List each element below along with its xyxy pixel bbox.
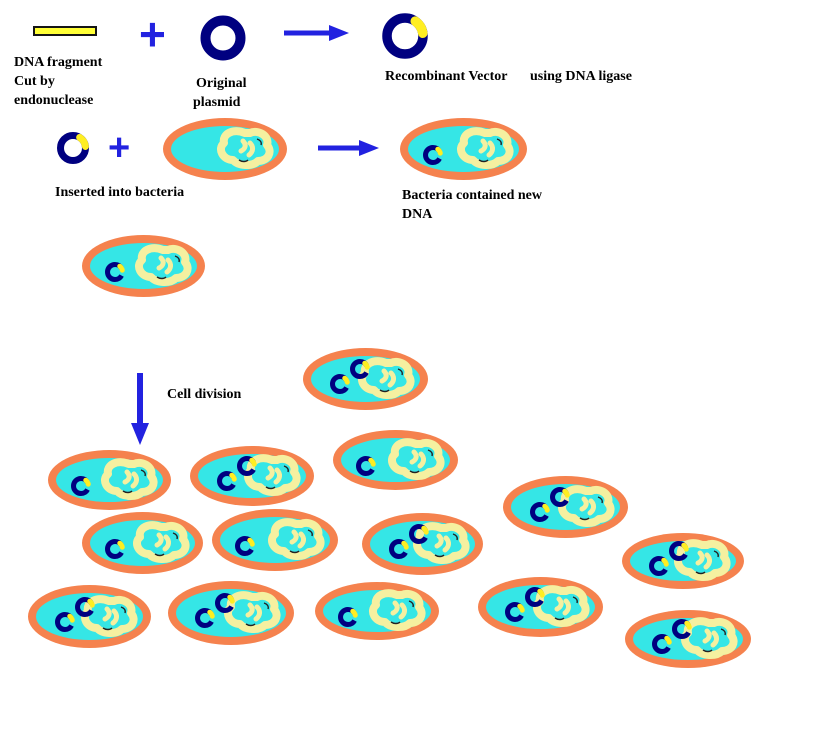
arrow-right-step2-icon xyxy=(318,140,379,156)
original-plasmid-icon xyxy=(200,15,246,61)
recombinant-plasmid-icon xyxy=(338,607,358,627)
recombinant-plasmid-icon xyxy=(672,619,692,639)
recombinant-plasmid-icon xyxy=(215,593,235,613)
bacterium-colony-14 xyxy=(625,610,751,668)
bacterium-colony-9 xyxy=(622,533,744,589)
recombinant-plasmid-icon xyxy=(55,611,75,632)
arrow-down-cell-division-icon xyxy=(131,373,149,445)
bacteria-new-dna-label-line1: Bacteria contained new xyxy=(402,188,542,203)
recombinant-plasmid-icon xyxy=(350,359,370,379)
bacterial-chromosome-dna xyxy=(133,521,190,563)
recombinant-plasmid-icon xyxy=(105,262,125,282)
recombinant-plasmid-icon xyxy=(71,476,91,496)
recombinant-plasmid-icon xyxy=(330,374,350,394)
recombinant-plasmid-icon xyxy=(217,471,237,491)
bacterium-colony-1 xyxy=(303,348,428,410)
bacterial-chromosome-dna xyxy=(135,244,192,286)
bacterial-chromosome-dna xyxy=(457,127,514,169)
bacterium-colony-5 xyxy=(503,476,628,538)
bacterial-chromosome-dna xyxy=(244,454,301,496)
bacterium-insertion-result xyxy=(400,118,527,180)
bacterium-colony-10 xyxy=(28,585,151,648)
plus-sign-step1: + xyxy=(139,8,166,60)
bacterium-colony-2 xyxy=(48,450,171,510)
bacteria-new-dna-label-line2: DNA xyxy=(402,207,433,222)
bacterium-insertion-target xyxy=(163,118,287,180)
inserted-into-bacteria-label: Inserted into bacteria xyxy=(55,185,185,200)
bacterium-colony-7 xyxy=(212,509,338,571)
bacterium-colony-13 xyxy=(478,577,603,637)
bacterial-chromosome-dna xyxy=(533,585,590,627)
recombinant-plasmid-icon xyxy=(669,541,689,561)
bacterial-chromosome-dna xyxy=(81,594,138,637)
recombinant-plasmid-icon xyxy=(423,145,443,165)
bacterial-chromosome-dna xyxy=(358,357,415,399)
recombinant-plasmid-icon xyxy=(525,587,545,607)
recombinant-plasmid-icon xyxy=(75,596,95,617)
plus-sign-step2: + xyxy=(108,127,131,169)
bacterium-colony-6 xyxy=(82,512,203,574)
bacterial-chromosome-dna xyxy=(224,591,281,633)
recombinant-plasmid-icon xyxy=(550,487,570,507)
bacterial-chromosome-dna xyxy=(558,485,615,527)
bacterium-colony-8 xyxy=(362,513,483,575)
bacterium-colony-3 xyxy=(190,446,314,506)
dna-ligase-label: using DNA ligase xyxy=(530,69,632,84)
recombinant-plasmid-icon xyxy=(389,539,409,559)
recombinant-plasmid-icon xyxy=(409,524,429,544)
recombinant-plasmid-icon xyxy=(235,536,255,556)
recombinant-vector-label: Recombinant Vector xyxy=(385,69,508,84)
cell-division-label: Cell division xyxy=(167,387,242,402)
small-recombinant-plasmid-icon xyxy=(57,132,89,164)
dna-fragment-label-line2: Cut by xyxy=(14,74,55,89)
bacterial-chromosome-dna xyxy=(369,589,426,631)
bacterial-chromosome-dna xyxy=(268,518,325,560)
recombinant-plasmid-icon xyxy=(649,556,669,576)
dna-fragment-label-line1: DNA fragment xyxy=(14,55,103,70)
recombinant-plasmid-icon xyxy=(530,502,550,522)
bacterial-chromosome-dna xyxy=(101,458,158,500)
recombinant-plasmid-icon xyxy=(505,602,525,622)
original-plasmid-label-line2: plasmid xyxy=(193,95,241,110)
bacterial-chromosome-dna xyxy=(388,438,445,480)
recombinant-plasmid-icon xyxy=(356,456,376,476)
arrow-right-step1-icon xyxy=(284,25,349,41)
bacterial-chromosome-dna xyxy=(674,539,731,581)
recombinant-plasmid-icon xyxy=(237,456,257,476)
original-plasmid-label-line1: Original xyxy=(196,76,247,91)
dna-fragment-label-line3: endonuclease xyxy=(14,93,94,108)
bacterium-colony-12 xyxy=(315,582,439,640)
bacterial-chromosome-dna xyxy=(413,522,470,564)
recombinant-plasmid-icon xyxy=(652,634,672,654)
bacterium-colony-4 xyxy=(333,430,458,490)
recombinant-vector-icon xyxy=(382,13,428,59)
recombinant-plasmid-icon xyxy=(105,539,125,559)
bacterial-chromosome-dna xyxy=(681,617,738,659)
recombinant-plasmid-icon xyxy=(195,608,215,628)
bacterial-chromosome-dna xyxy=(217,127,274,169)
bacterium-colony-11 xyxy=(168,581,294,645)
dna-fragment-bar xyxy=(33,26,97,36)
bacterium-founder-cell xyxy=(82,235,205,297)
